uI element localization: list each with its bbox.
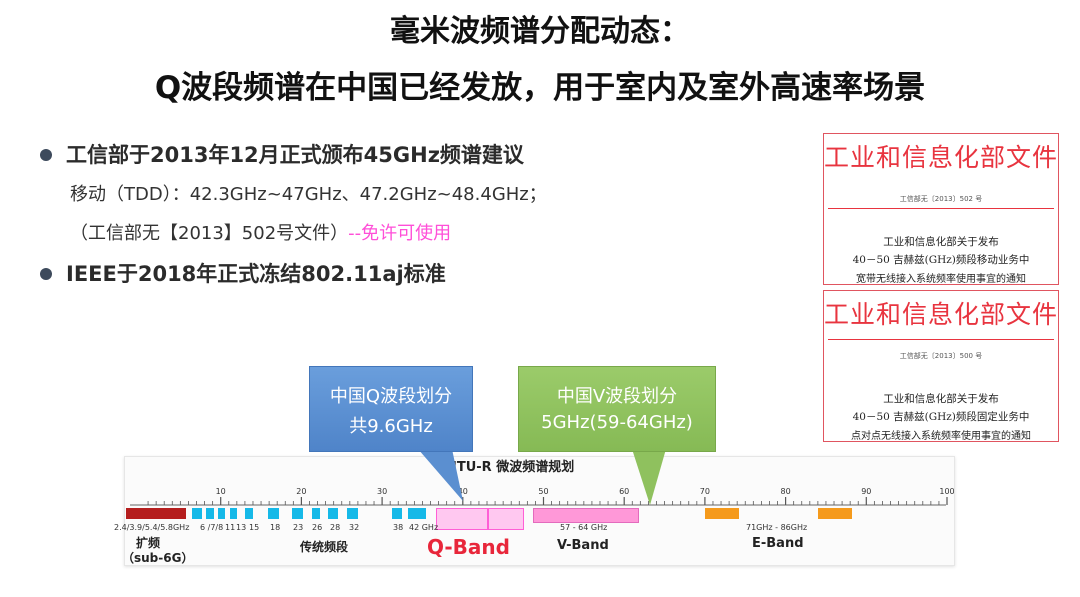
traditional-band: [230, 508, 237, 519]
traditional-band: [347, 508, 358, 519]
document-rule: [828, 208, 1054, 209]
tick-label: 20: [296, 487, 307, 496]
document-line: 点对点无线接入系统频率使用事宜的通知: [851, 431, 1031, 442]
traditional-band: [312, 508, 320, 519]
traditional-band: [292, 508, 303, 519]
document-500: 工业和信息化部文件 工信部无〔2013〕500 号 工业和信息化部关于发布 40…: [823, 290, 1059, 442]
band-label: 13: [236, 523, 247, 532]
band-label: 26: [312, 523, 323, 532]
band-label: 23: [293, 523, 304, 532]
tick-label: 80: [780, 487, 791, 496]
tick-label: 50: [538, 487, 549, 496]
document-number: 工信部无〔2013〕500 号: [899, 352, 983, 360]
tick-label: 100: [939, 487, 955, 496]
miit-file-note: （工信部无【2013】502号文件）--免许可使用: [70, 219, 451, 245]
spectrum-title: ITU-R 微波频谱规划: [452, 460, 575, 475]
sub6g-label: （sub-6G）: [122, 551, 194, 565]
page-subtitle: Q波段频谱在中国已经发放，用于室内及室外高速率场景: [154, 70, 926, 106]
q-band: [488, 508, 524, 530]
traditional-band: [245, 508, 253, 519]
traditional-band: [268, 508, 279, 519]
band-label: 15: [249, 523, 260, 532]
traditional-label: 传统频段: [300, 540, 349, 554]
tick-label: 90: [861, 487, 872, 496]
document-line: 宽带无线接入系统频率使用事宜的通知: [856, 274, 1026, 285]
sub6-label: 2.4/3.9/5.4/5.8GHz: [114, 523, 190, 532]
document-rule: [828, 339, 1054, 340]
document-line: 工业和信息化部关于发布: [883, 393, 999, 405]
tick-label: 40: [457, 487, 468, 496]
miit-file-number: （工信部无【2013】502号文件）: [70, 223, 349, 244]
traditional-band: [408, 508, 426, 519]
v-band-range: 57 - 64 GHz: [560, 523, 608, 532]
q-band-label: Q-Band: [427, 535, 510, 559]
e-band-label: E-Band: [752, 536, 804, 551]
v-callout-line2: 5GHz(59-64GHz): [541, 412, 693, 433]
document-502: 工业和信息化部文件 工信部无〔2013〕502 号 工业和信息化部关于发布 40…: [823, 133, 1059, 285]
band-label: 38: [393, 523, 404, 532]
e-band: [705, 508, 739, 519]
tick-label: 70: [699, 487, 710, 496]
bullet-ieee: IEEE于2018年正式冻结802.11aj标准: [66, 262, 446, 286]
tick-label: 60: [619, 487, 630, 496]
document-header: 工业和信息化部文件: [824, 300, 1059, 329]
bullet-dot: [40, 268, 52, 280]
page-title: 毫米波频谱分配动态：: [390, 14, 690, 49]
v-callout-line1: 中国V波段划分: [556, 386, 678, 407]
bullet-miit: 工信部于2013年12月正式颁布45GHz频谱建议: [66, 143, 524, 167]
q-band: [436, 508, 488, 530]
document-line: 工业和信息化部关于发布: [883, 236, 999, 248]
traditional-band: [392, 508, 402, 519]
band-label: 11: [225, 523, 236, 532]
v-band-label: V-Band: [557, 538, 609, 553]
e-band: [818, 508, 852, 519]
traditional-band: [192, 508, 202, 519]
traditional-band: [206, 508, 214, 519]
q-callout-line2: 共9.6GHz: [349, 416, 433, 437]
license-free-note: --免许可使用: [348, 223, 452, 244]
traditional-band: [218, 508, 225, 519]
band-label: 28: [330, 523, 341, 532]
traditional-band: [328, 508, 338, 519]
v-band-callout: 中国V波段划分 5GHz(59-64GHz): [518, 366, 716, 452]
document-line: 40－50 吉赫兹(GHz)频段移动业务中: [852, 254, 1030, 266]
v-band: [533, 508, 639, 523]
document-line: 40－50 吉赫兹(GHz)频段固定业务中: [852, 411, 1030, 423]
band-label: 6 /7/8: [200, 523, 224, 532]
sub6-band: [126, 508, 186, 519]
q-band-callout: 中国Q波段划分 共9.6GHz: [309, 366, 473, 452]
expand-label: 扩频: [136, 536, 161, 550]
tick-label: 10: [215, 487, 226, 496]
band-label: 42 GHz: [409, 523, 439, 532]
bullet-dot: [40, 149, 52, 161]
document-header: 工业和信息化部文件: [824, 143, 1059, 172]
band-label: 18: [270, 523, 281, 532]
tick-label: 30: [377, 487, 388, 496]
q-callout-line1: 中国Q波段划分: [329, 386, 453, 407]
document-number: 工信部无〔2013〕502 号: [899, 195, 983, 203]
e-band-range: 71GHz - 86GHz: [746, 523, 808, 532]
mobile-tdd-range: 移动（TDD）：42.3GHz~47GHz、47.2GHz~48.4GHz；: [70, 184, 547, 205]
band-label: 32: [349, 523, 360, 532]
